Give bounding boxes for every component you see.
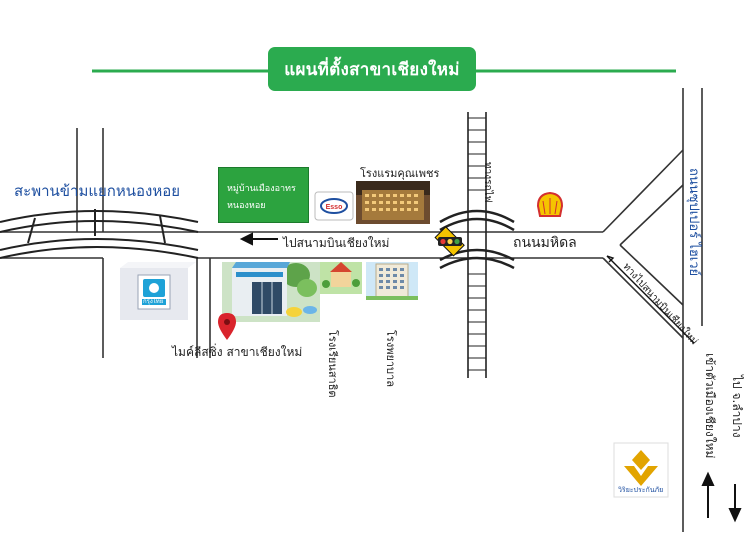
school-image — [320, 262, 362, 294]
location-pin-icon — [218, 313, 236, 340]
railway-track — [467, 112, 487, 378]
to-city-label: เข้าตัวเมืองเชียงใหม่ — [703, 353, 717, 459]
map-title: แผนที่ตั้งสาขาเชียงใหม่ — [268, 47, 476, 91]
village-label-line1: หมู่บ้านเมืองอาทร — [227, 184, 296, 194]
branch-office-image — [222, 262, 320, 322]
flyover-bridge — [0, 209, 199, 259]
bridge-label: สะพานข้ามแยกหนองหอย — [14, 182, 181, 200]
branch-label: ไมค์ลีสซิ่ง สาขาเชียงใหม่ — [172, 345, 303, 359]
hotel-label: โรงแรมคุณเพชร — [360, 167, 440, 180]
arrow-up-icon — [701, 471, 715, 518]
viriyah-logo-icon — [613, 442, 669, 498]
shell-logo — [536, 191, 564, 217]
rail-label: ทางรถไฟ — [482, 162, 493, 203]
brand-label: วิริยะประกันภัย — [618, 486, 664, 494]
bank-sign-label: กรุงไทย — [143, 298, 164, 305]
village-label-line2: หนองหอย — [227, 201, 266, 211]
superhighway-label: ถนนซุปเปอร์ ไฮเวย์ — [686, 168, 701, 277]
esso-logo: Esso — [314, 191, 354, 221]
arrow-down-icon — [728, 484, 742, 523]
rail-overpass — [439, 209, 515, 270]
hotel-image — [356, 181, 430, 224]
village-box: หมู่บ้านเมืองอาทร หนองหอย — [218, 167, 309, 223]
railway-ties — [468, 117, 486, 371]
svg-text:Esso: Esso — [326, 204, 343, 211]
hospital-label: โรงพยาบาล — [384, 330, 397, 387]
superhighway-lines — [602, 88, 703, 532]
ktb-bank-icon — [120, 262, 196, 320]
airport-way-arrow — [606, 255, 695, 344]
to-airport-label: ไปสนามบินเชียงใหม่ — [283, 236, 390, 250]
traffic-light-icon — [434, 226, 465, 257]
road-mahidol-label: ถนนมหิดล — [513, 235, 577, 251]
to-lampang-label: ไป จ.ลำปาง — [730, 375, 744, 438]
school-label: โรงเรียนสาธิต — [326, 330, 339, 398]
hospital-image — [366, 262, 418, 300]
arrow-left-icon — [239, 232, 278, 246]
